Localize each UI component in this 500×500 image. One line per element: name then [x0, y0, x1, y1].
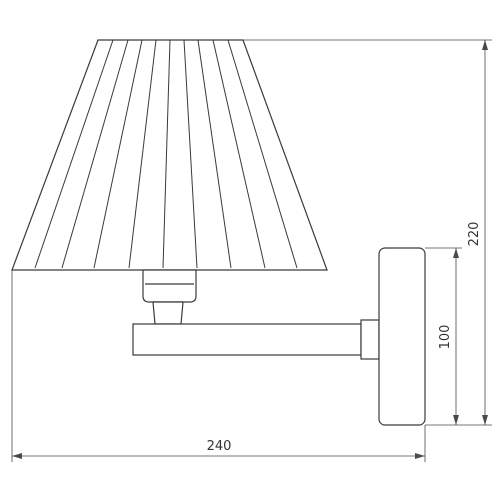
arrow-height-top [482, 40, 488, 50]
dimension-lines [11, 39, 492, 462]
lamp-arm [132, 319, 380, 360]
arrow-width-left [12, 453, 22, 459]
lamp-shade [11, 39, 328, 271]
arrow-backplate-bottom [453, 415, 459, 425]
dim-label-width: 240 [207, 439, 232, 454]
holder-neck [152, 301, 184, 325]
arrow-width-right [415, 453, 425, 459]
holder-body [142, 269, 197, 303]
arrow-height-bottom [482, 415, 488, 425]
arm-bar [132, 323, 362, 356]
lamp-holder [142, 269, 197, 325]
arrow-backplate-top [453, 248, 459, 258]
shade-pleats [34, 39, 298, 269]
shade-outline [11, 39, 328, 271]
dim-label-height: 220 [467, 222, 482, 247]
arm-joint [360, 319, 380, 360]
dim-label-backplate: 100 [438, 325, 453, 350]
wall-backplate [378, 247, 426, 426]
dimension-arrows [12, 40, 488, 459]
